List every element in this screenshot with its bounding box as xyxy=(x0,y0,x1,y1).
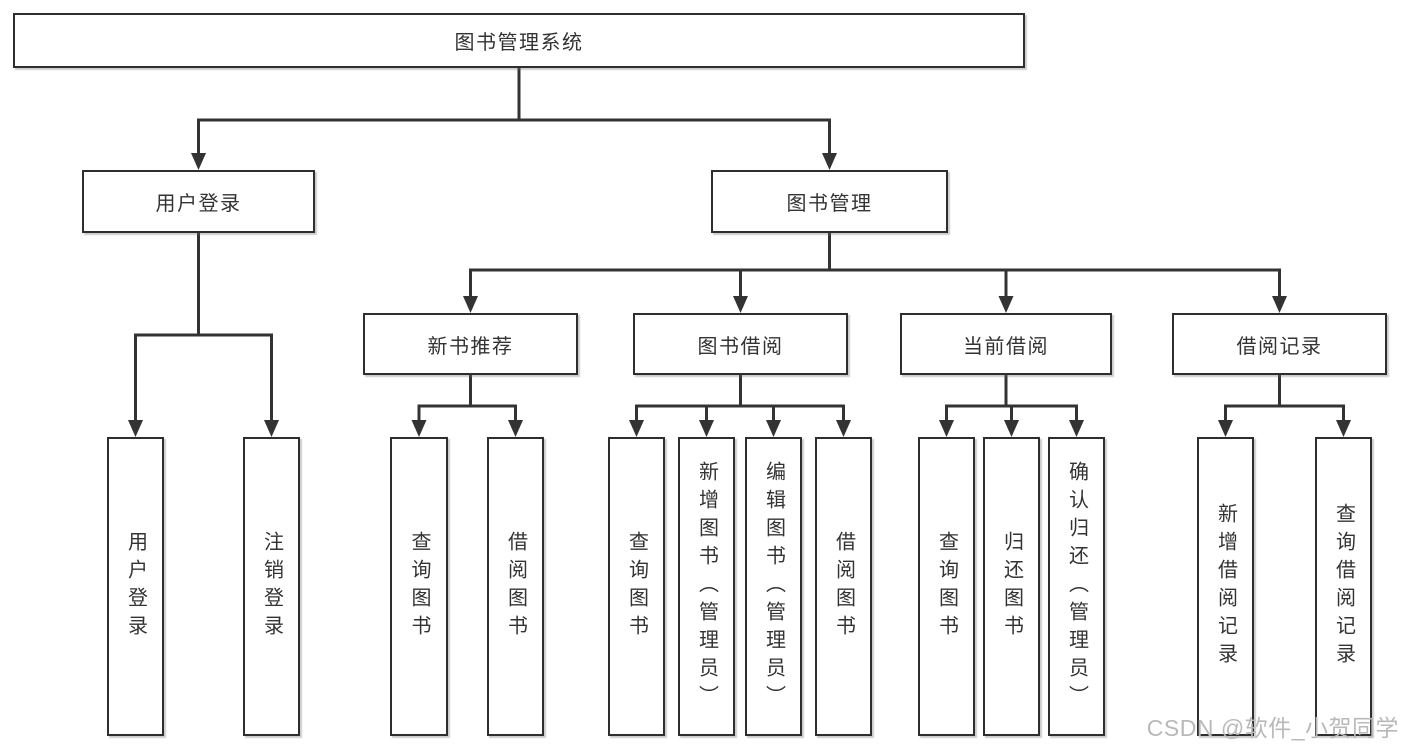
node-label: 新书推荐 xyxy=(427,335,514,358)
node-new-book-recommend: 新书推荐 xyxy=(363,313,578,375)
node-library-system: 图书管理系统 xyxy=(13,13,1025,68)
leaf-current-return-book: 归还图书 xyxy=(983,437,1040,736)
node-label: 查询借阅记录 xyxy=(1332,502,1355,671)
leaf-record-query: 查询借阅记录 xyxy=(1315,437,1372,736)
connector-path xyxy=(134,66,1345,426)
watermark: CSDN @软件_小贺同学 xyxy=(1146,715,1399,741)
leaf-borrow-borrow-book: 借阅图书 xyxy=(815,437,872,736)
leaf-logout: 注销登录 xyxy=(243,437,300,736)
node-label: 编辑图书（管理员） xyxy=(762,460,785,713)
arrowhead-icons xyxy=(128,153,1351,437)
node-label: 确认归还（管理员） xyxy=(1065,460,1088,713)
node-borrow-record: 借阅记录 xyxy=(1172,313,1387,375)
leaf-borrow-add-book-admin: 新增图书（管理员） xyxy=(678,437,735,736)
leaf-user-login: 用户登录 xyxy=(107,437,164,736)
node-user-login: 用户登录 xyxy=(82,170,315,233)
node-label: 用户登录 xyxy=(155,193,242,215)
leaf-current-confirm-return-admin: 确认归还（管理员） xyxy=(1048,437,1105,736)
node-book-management: 图书管理 xyxy=(711,170,948,233)
leaf-record-add: 新增借阅记录 xyxy=(1197,437,1254,736)
node-label: 图书管理 xyxy=(786,193,873,215)
leaf-newbook-query-book: 查询图书 xyxy=(390,437,448,736)
node-label: 图书管理系统 xyxy=(454,32,584,54)
node-label: 当前借阅 xyxy=(963,335,1049,358)
node-label: 借阅记录 xyxy=(1236,335,1323,358)
leaf-borrow-edit-book-admin: 编辑图书（管理员） xyxy=(745,437,802,736)
node-label: 借阅图书 xyxy=(504,530,527,643)
leaf-current-query-book: 查询图书 xyxy=(918,437,975,736)
node-label: 注销登录 xyxy=(260,530,283,643)
node-label: 新增借阅记录 xyxy=(1214,502,1237,671)
node-label: 新增图书（管理员） xyxy=(695,460,718,713)
node-label: 查询图书 xyxy=(408,530,430,643)
node-label: 借阅图书 xyxy=(832,530,855,643)
node-label: 图书借阅 xyxy=(697,335,784,358)
node-label: 查询图书 xyxy=(625,530,648,643)
node-label: 归还图书 xyxy=(1000,530,1023,643)
node-label: 查询图书 xyxy=(935,530,958,643)
node-current-borrow: 当前借阅 xyxy=(900,313,1112,375)
node-label: 用户登录 xyxy=(124,530,147,643)
node-book-borrow: 图书借阅 xyxy=(633,313,848,375)
leaf-borrow-query-book: 查询图书 xyxy=(608,437,665,736)
leaf-newbook-borrow-book: 借阅图书 xyxy=(487,437,544,736)
